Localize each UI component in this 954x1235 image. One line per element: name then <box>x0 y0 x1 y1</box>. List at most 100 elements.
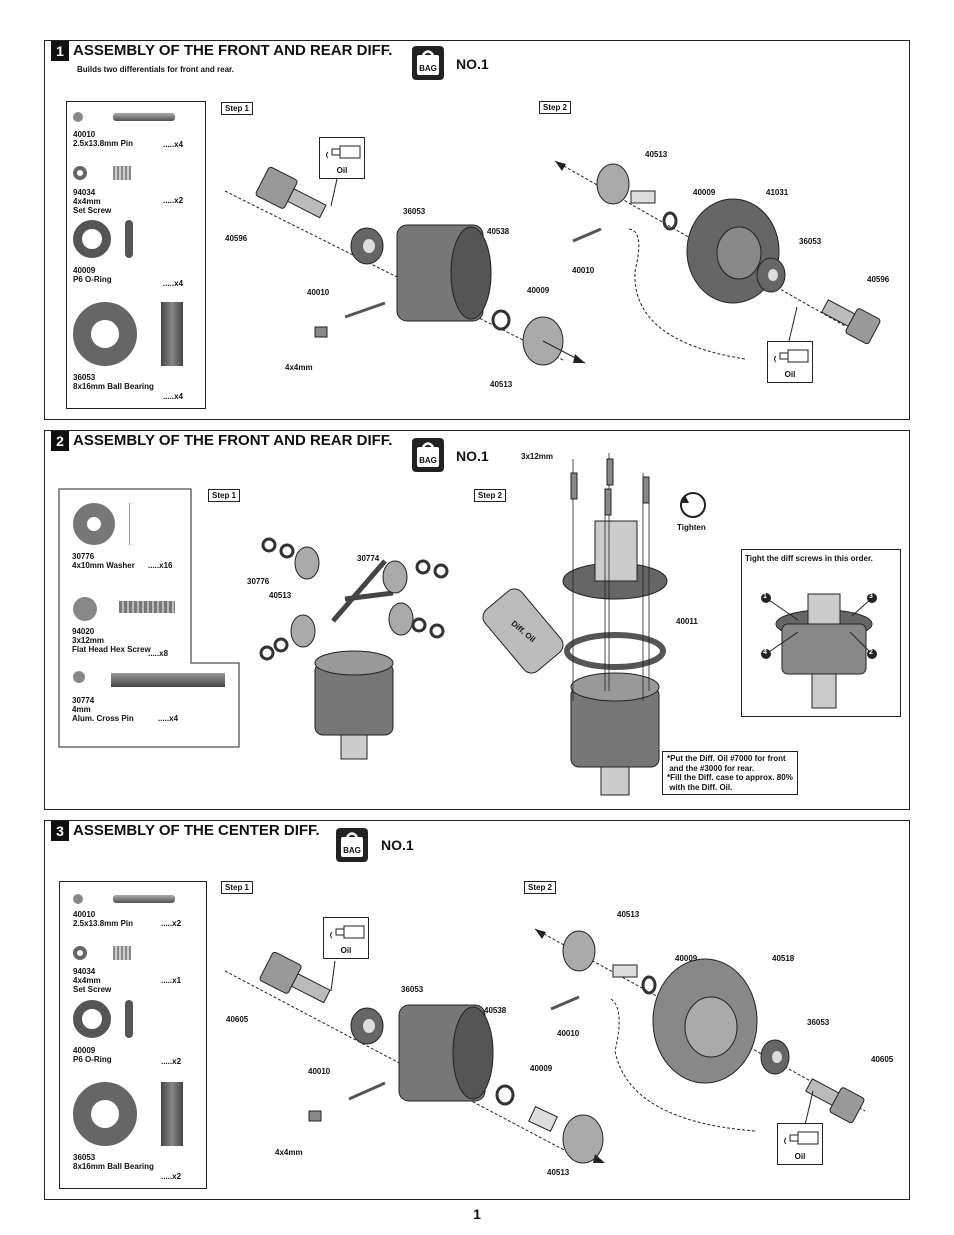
part-qty: .....x2 <box>161 1172 182 1181</box>
order-title: Tight the diff screws in this order. <box>745 554 873 563</box>
step-1-label: Step 1 <box>221 102 254 115</box>
oil-label: Oil <box>340 946 352 955</box>
cross-pin-side-icon <box>111 673 225 687</box>
setscrew-end-icon <box>73 946 87 960</box>
bag-number: NO.1 <box>456 448 489 464</box>
callout-label: 40009 <box>693 188 716 197</box>
section-title: ASSEMBLY OF THE FRONT AND REAR DIFF. <box>73 432 393 449</box>
washer-side-icon <box>129 503 130 545</box>
callout-label: 40513 <box>269 591 292 600</box>
center-diff-exploded-diagram <box>224 928 866 1164</box>
diff-fill-diagram <box>259 453 706 796</box>
screw-order-box: Tight the diff screws in this order. 1 2… <box>741 549 901 717</box>
part-qty: .....x1 <box>161 976 182 985</box>
washer-icon <box>73 503 115 545</box>
callout-label: 40605 <box>226 1015 249 1024</box>
setscrew-side-icon <box>113 946 131 960</box>
screw-side-icon <box>119 601 175 613</box>
part-qty: .....x2 <box>163 196 184 205</box>
order-number: 4 <box>763 649 767 656</box>
part-qty: .....x2 <box>161 919 182 928</box>
callout-label: 40605 <box>871 1055 894 1064</box>
pin-icon <box>73 894 83 904</box>
callout-label: 36053 <box>799 237 822 246</box>
part-qty: .....x4 <box>158 714 179 723</box>
pin-side-icon <box>113 895 175 903</box>
bag-number: NO.1 <box>381 837 414 853</box>
oil-callout: Oil <box>319 137 365 179</box>
bag-label: BAG <box>343 846 361 855</box>
callout-label: 40538 <box>484 1006 507 1015</box>
part-40009: 40009 P6 O-Ring <box>73 1046 112 1064</box>
callout-label: 40010 <box>308 1067 331 1076</box>
section-1: 1 ASSEMBLY OF THE FRONT AND REAR DIFF. B… <box>44 40 910 420</box>
part-qty: .....x4 <box>163 392 184 401</box>
part-qty: .....x8 <box>148 649 169 658</box>
callout-label: 4x4mm <box>285 363 313 372</box>
part-36053: 36053 8x16mm Ball Bearing <box>73 373 154 391</box>
callout-label: 40010 <box>557 1029 580 1038</box>
callout-label: 40538 <box>487 227 510 236</box>
oil-callout: Oil <box>777 1123 823 1165</box>
callout-label: 36053 <box>401 985 424 994</box>
oil-callout: Oil <box>767 341 813 383</box>
oring-side-icon <box>125 1000 133 1038</box>
part-30774: 30774 4mm Alum. Cross Pin <box>72 696 134 723</box>
oil-bottle-icon <box>326 145 361 159</box>
parts-list: 40010 2.5x13.8mm Pin .....x4 94034 4x4mm… <box>66 101 206 409</box>
step-1-label: Step 1 <box>221 881 254 894</box>
tighten-label: Tighten <box>677 523 706 532</box>
bearing-icon <box>73 1082 137 1146</box>
parts-list: 40010 2.5x13.8mm Pin .....x2 94034 4x4mm… <box>59 881 207 1189</box>
callout-label: 40596 <box>867 275 890 284</box>
oil-bottle-icon <box>774 349 809 363</box>
section-title: ASSEMBLY OF THE FRONT AND REAR DIFF. <box>73 42 393 59</box>
bearing-icon <box>73 302 137 366</box>
callout-label: 40010 <box>307 288 330 297</box>
part-94034: 94034 4x4mm Set Screw <box>73 188 112 215</box>
order-number: 1 <box>763 593 767 600</box>
screw-head-icon <box>73 597 97 621</box>
callout-label: 36053 <box>403 207 426 216</box>
page-number: 1 <box>473 1206 481 1222</box>
section-number: 2 <box>51 431 69 451</box>
diff-oil-note: *Put the Diff. Oil #7000 for front and t… <box>662 751 798 795</box>
screw-order-diagram <box>761 593 877 709</box>
callout-label: 30776 <box>247 577 270 586</box>
part-40010: 40010 2.5x13.8mm Pin <box>73 130 134 148</box>
callout-label: 40513 <box>617 910 640 919</box>
setscrew-side-icon <box>113 166 131 180</box>
oil-label: Oil <box>336 166 348 175</box>
part-36053: 36053 8x16mm Ball Bearing <box>73 1153 154 1171</box>
bag-icon: BAG <box>411 437 445 473</box>
part-qty: .....x2 <box>161 1057 182 1066</box>
step-2-label: Step 2 <box>474 489 507 502</box>
oil-label: Oil <box>784 370 796 379</box>
callout-label: 40513 <box>645 150 668 159</box>
callout-label: 40011 <box>676 617 698 626</box>
part-qty: .....x4 <box>163 279 184 288</box>
callout-label: 30774 <box>357 554 380 563</box>
bag-label: BAG <box>419 64 437 73</box>
bag-icon: BAG <box>335 827 369 863</box>
callout-label: 40010 <box>572 266 595 275</box>
part-30776: 30776 4x10mm Washer <box>72 552 135 570</box>
callout-label: 40596 <box>225 234 248 243</box>
oil-bottle-icon <box>330 925 365 939</box>
section-title: ASSEMBLY OF THE CENTER DIFF. <box>73 822 320 839</box>
callout-label: 40513 <box>547 1168 570 1177</box>
callout-label: 36053 <box>807 1018 830 1027</box>
callout-label: 41031 <box>766 188 789 197</box>
bag-label: BAG <box>419 456 437 465</box>
callout-label: 4x4mm <box>275 1148 303 1157</box>
section-number: 1 <box>51 41 69 61</box>
step-2-label: Step 2 <box>539 101 572 114</box>
part-40010: 40010 2.5x13.8mm Pin <box>73 910 134 928</box>
part-qty: .....x4 <box>163 140 184 149</box>
order-number: 2 <box>869 649 873 656</box>
section-number: 3 <box>51 821 69 841</box>
callout-label: 40513 <box>490 380 513 389</box>
bag-number: NO.1 <box>456 56 489 72</box>
part-qty: .....x16 <box>148 561 173 570</box>
step-2-label: Step 2 <box>524 881 557 894</box>
